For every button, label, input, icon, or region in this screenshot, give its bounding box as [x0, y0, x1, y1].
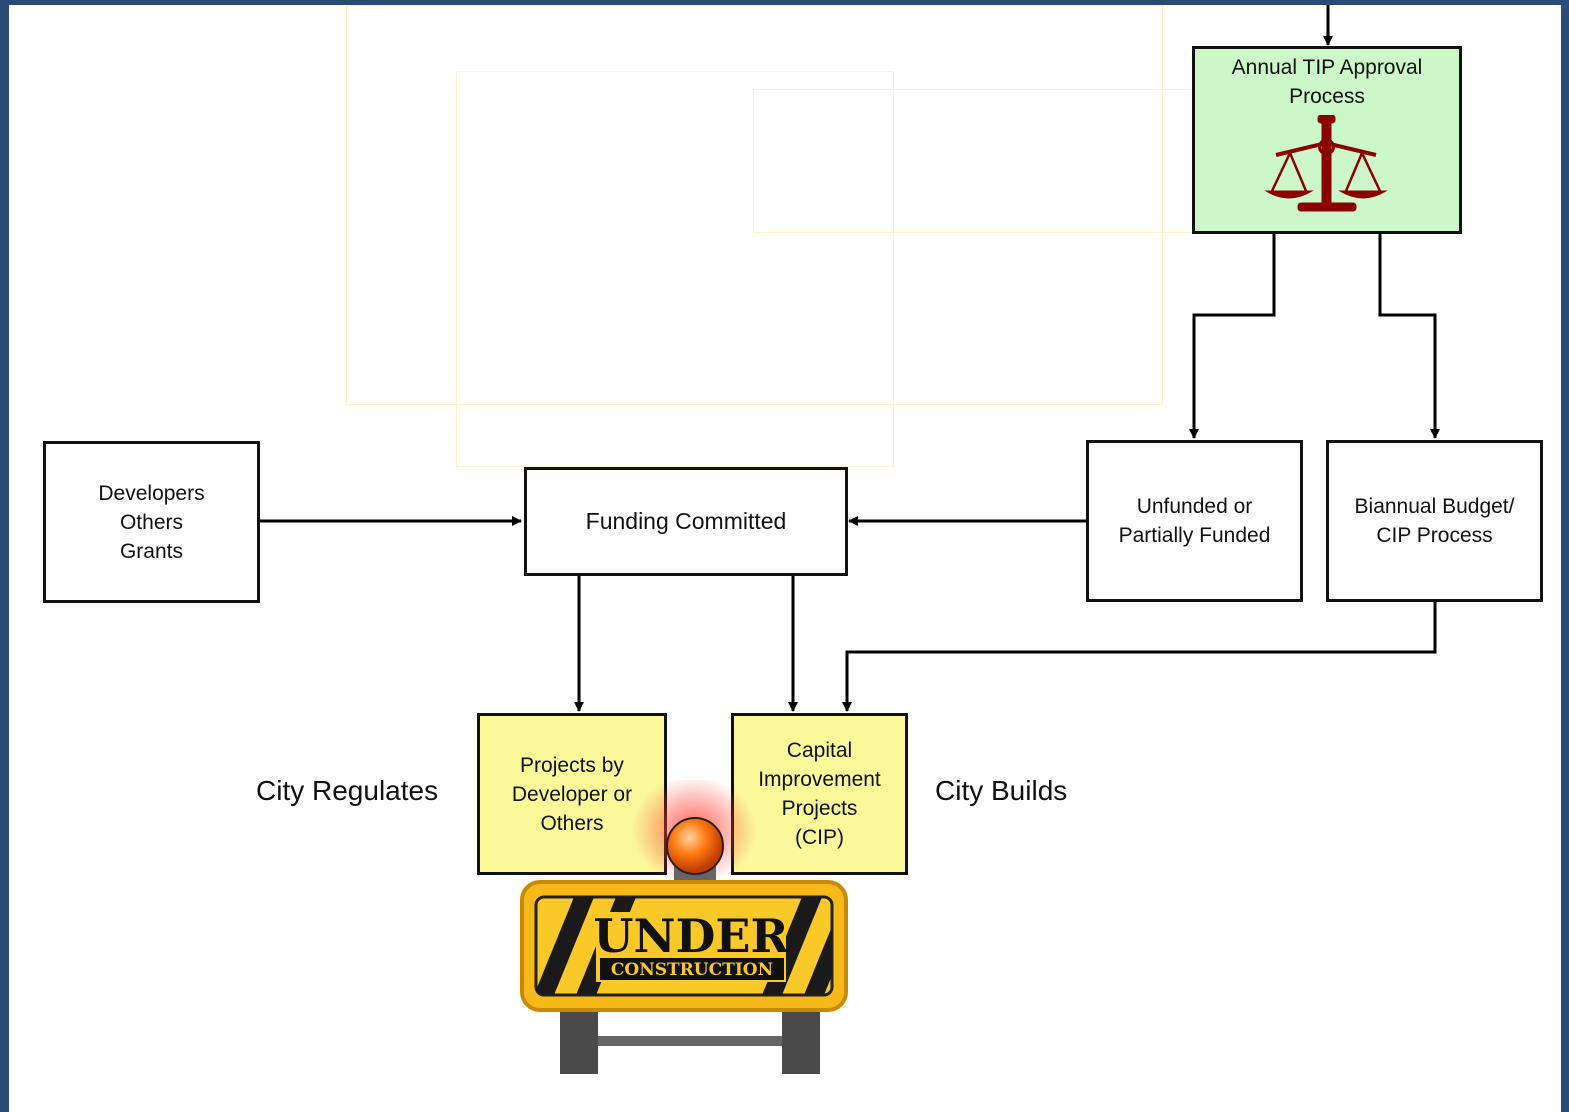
unfunded-box: Unfunded or Partially Funded	[1086, 440, 1303, 602]
developers-others-grants-box: Developers Others Grants	[43, 441, 260, 603]
funding-committed-box: Funding Committed	[524, 467, 848, 576]
sign-under-text: UNDER	[593, 909, 789, 963]
funding-label: Funding Committed	[585, 508, 787, 534]
cip-label: Capital Improvement Projects (CIP)	[758, 739, 881, 849]
ghost-frame-1	[346, 5, 1163, 405]
connector-layer	[259, 5, 1440, 712]
developers-label: Developers Others Grants	[98, 481, 205, 563]
arrow-biannual-to-cip	[842, 601, 1437, 712]
projects-by-developer-box: Projects by Developer or Others	[477, 713, 667, 875]
city-regulates-label: City Regulates	[256, 775, 439, 806]
ghost-frame-2	[456, 71, 894, 467]
sign-construction-text: CONSTRUCTION	[611, 960, 773, 980]
annual-tip-label: Annual TIP Approval Process	[1231, 56, 1423, 108]
scales-of-justice-icon	[1264, 115, 1388, 212]
projects-dev-label: Projects by Developer or Others	[511, 753, 633, 835]
arrow-tip-to-biannual	[1378, 233, 1440, 439]
unfunded-label: Unfunded or Partially Funded	[1118, 495, 1271, 547]
city-builds-label: City Builds	[935, 775, 1068, 806]
under-construction-sign: UNDER CONSTRUCTION	[520, 780, 848, 1074]
annual-tip-approval-box: Annual TIP Approval Process	[1192, 46, 1462, 234]
diagram-canvas: Annual TIP Approval Process Developers O…	[9, 5, 1561, 1112]
biannual-budget-box: Biannual Budget/ CIP Process	[1326, 440, 1543, 602]
biannual-label: Biannual Budget/ CIP Process	[1354, 495, 1515, 547]
arrow-tip-to-unfunded	[1189, 233, 1276, 439]
